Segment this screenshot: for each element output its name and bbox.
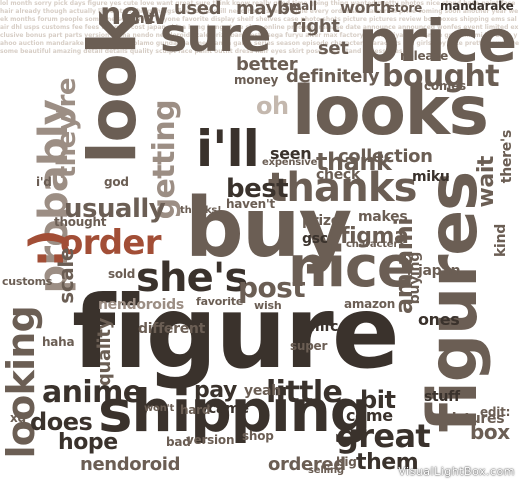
word-used: used: [174, 0, 222, 19]
word-definitely: definitely: [286, 66, 380, 87]
word-customs: customs: [2, 275, 53, 288]
word-nendoroid: nendoroid: [80, 454, 181, 475]
word-comes: comes: [424, 79, 466, 93]
word-came: came: [208, 401, 249, 417]
word-edit: edit:: [480, 405, 511, 419]
word-haha: haha: [42, 335, 75, 349]
word-japan: japan: [418, 263, 461, 279]
word-buy: buy: [185, 181, 352, 276]
word-figure: figure: [72, 274, 400, 391]
word-big: big: [336, 455, 357, 469]
word-right: right: [292, 16, 340, 37]
word-favorite: favorite: [196, 295, 244, 308]
word-check: check: [316, 167, 360, 183]
word-pay: pay: [194, 378, 237, 403]
word-thank: thank: [316, 148, 392, 176]
word-makes: makes: [358, 209, 408, 225]
word-hope: hope: [58, 430, 118, 455]
word-prize: prize: [302, 213, 340, 229]
word-them: them: [356, 450, 419, 475]
word-thanks: thanks: [268, 165, 417, 211]
word-nice: nice: [288, 235, 415, 300]
word-selling: selling: [308, 465, 344, 476]
word-look: look: [74, 12, 151, 164]
word-scale: scale: [54, 248, 78, 304]
word-wait: wait: [474, 156, 499, 208]
word-nendoroids: nendoroids: [98, 297, 184, 313]
word-yeah: yeah: [244, 383, 281, 399]
word-order: order: [60, 223, 162, 263]
word-looks: looks: [292, 72, 489, 151]
word-set: set: [318, 38, 349, 59]
word-thanks-excl: thanks!: [180, 205, 222, 216]
word-xd: xd: [10, 411, 26, 425]
word-new: new: [100, 0, 168, 32]
word-anime: anime: [42, 375, 143, 410]
word-sold: sold: [108, 267, 136, 281]
word-small: small: [282, 0, 317, 13]
word-super: super: [290, 339, 328, 353]
word-id: i'd: [36, 175, 52, 189]
word-wont: won't: [144, 403, 175, 414]
word-money: money: [234, 73, 279, 87]
word-bit: bit: [360, 386, 396, 414]
word-bad: bad: [166, 435, 191, 449]
word-store: store: [388, 1, 422, 15]
word-bought: bought: [382, 59, 500, 94]
word-post: post: [238, 271, 306, 304]
word-sure: sure: [160, 8, 271, 62]
word-ill: i'll: [196, 120, 260, 178]
word-buying: buying: [407, 252, 423, 305]
word-different: different: [138, 321, 206, 337]
word-quality: quality: [94, 318, 115, 387]
word-better: better: [236, 54, 298, 75]
word-gsc: gsc: [302, 231, 328, 247]
word-mandarake: mandarake: [440, 0, 514, 13]
word-come: come: [346, 406, 393, 425]
word-havent: haven't: [226, 197, 275, 211]
word-worth: worth: [340, 0, 392, 17]
word-kind: kind: [493, 224, 509, 257]
word-little: little: [266, 375, 343, 410]
word-version: version: [186, 433, 235, 447]
word-great: great: [336, 417, 431, 455]
word-best: best: [226, 174, 289, 204]
word-ordered: ordered: [268, 454, 346, 475]
word-hard: hard: [180, 403, 211, 417]
word-wish: wish: [254, 299, 282, 312]
word-pictures: pictures: [442, 411, 505, 427]
word-stuff: stuff: [424, 389, 460, 405]
word-maybe: maybe: [236, 0, 302, 19]
watermark-text: VisualLightBox.com: [398, 465, 515, 478]
word-amazon: amazon: [344, 297, 396, 311]
word-thought: thought: [54, 215, 107, 229]
word-shes: she's: [136, 255, 248, 301]
word-theres: there's: [499, 130, 515, 184]
word-shop: shop: [242, 429, 274, 443]
word-god: god: [104, 175, 129, 189]
word-character: character: [346, 239, 399, 250]
word-usually: usually: [64, 194, 166, 224]
word-expensive: expensive: [262, 157, 318, 168]
word-does: does: [30, 408, 93, 436]
word-oh: oh: [256, 92, 289, 120]
word-ones: ones: [418, 310, 460, 329]
word-isnt: isn't: [122, 11, 155, 27]
word-collection: collection: [338, 146, 433, 167]
word-mfc: mfc: [310, 319, 339, 335]
word-figma: figma: [340, 224, 409, 249]
word-box: box: [470, 420, 510, 444]
word-miku: miku: [412, 169, 450, 185]
word-release: release: [400, 49, 449, 63]
word-shipping: shipping: [98, 377, 371, 445]
word-seen: seen: [270, 144, 312, 163]
word-theyre: they're: [52, 78, 82, 179]
word-price: price: [358, 7, 517, 75]
